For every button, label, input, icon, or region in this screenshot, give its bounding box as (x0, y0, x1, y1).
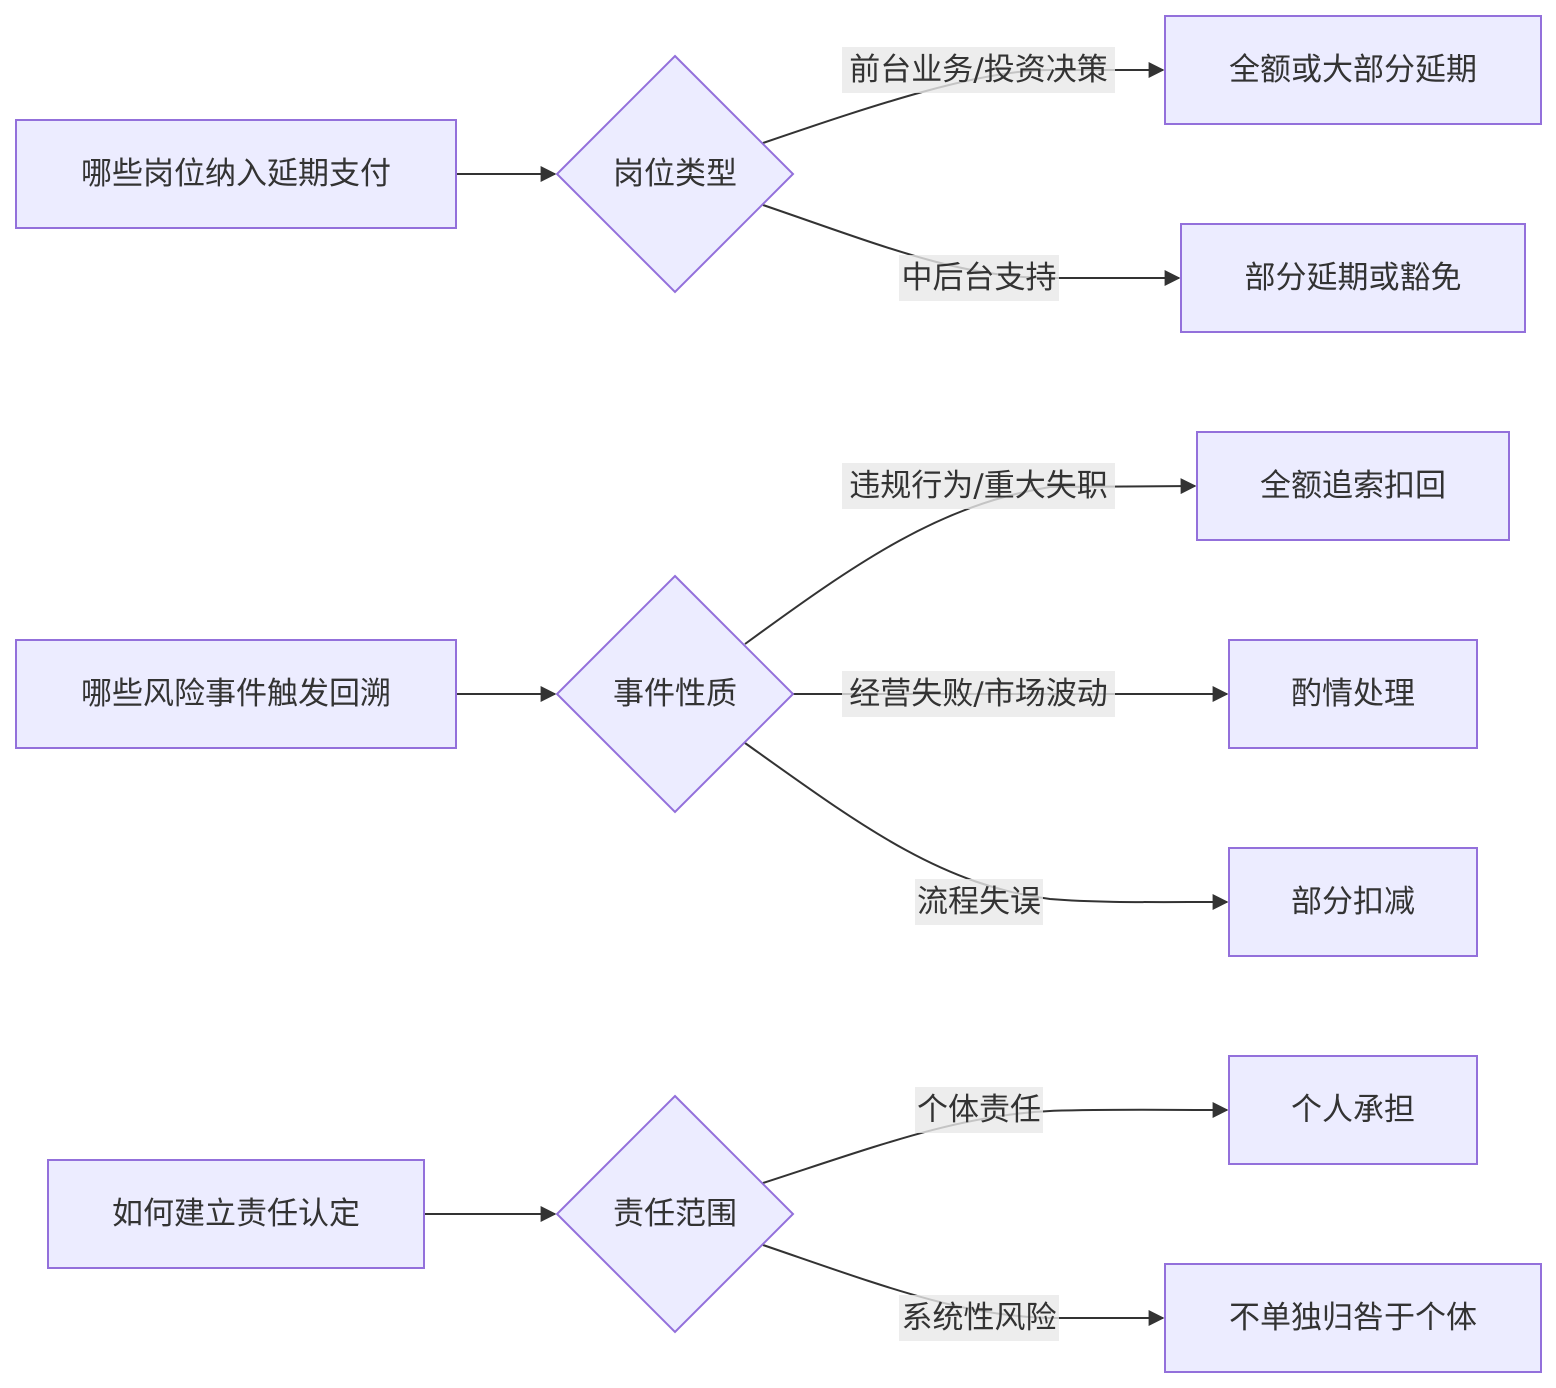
node-resp-scope-decision: 责任范围 (555, 1094, 795, 1334)
svg-text:个体责任: 个体责任 (917, 1092, 1041, 1128)
svg-text:部分延期或豁免: 部分延期或豁免 (1245, 260, 1462, 296)
edge-label-process-error: 流程失误 (915, 879, 1043, 925)
edge-label-systemic-risk: 系统性风险 (899, 1295, 1059, 1341)
svg-text:系统性风险: 系统性风险 (902, 1300, 1057, 1336)
edge-label-business-failure: 经营失败/市场波动 (842, 671, 1115, 717)
svg-text:全额或大部分延期: 全额或大部分延期 (1229, 52, 1477, 88)
svg-text:岗位类型: 岗位类型 (613, 156, 737, 192)
node-responsibility-question: 如何建立责任认定 (47, 1159, 425, 1269)
node-position-type-decision: 岗位类型 (555, 54, 795, 294)
edge-label-individual-resp: 个体责任 (915, 1087, 1043, 1133)
svg-text:流程失误: 流程失误 (917, 884, 1041, 920)
svg-text:哪些岗位纳入延期支付: 哪些岗位纳入延期支付 (81, 156, 391, 192)
node-partial-defer: 部分延期或豁免 (1180, 223, 1526, 333)
node-full-recover: 全额追索扣回 (1196, 431, 1510, 541)
node-risk-events-question: 哪些风险事件触发回溯 (15, 639, 457, 749)
svg-text:责任范围: 责任范围 (613, 1196, 737, 1232)
edge-nature-to-partial-deduct (744, 742, 1229, 911)
svg-text:中后台支持: 中后台支持 (902, 260, 1057, 296)
svg-text:如何建立责任认定: 如何建立责任认定 (112, 1196, 360, 1232)
node-full-defer: 全额或大部分延期 (1164, 15, 1542, 125)
node-individual: 个人承担 (1228, 1055, 1478, 1165)
edge-label-mid-back-office: 中后台支持 (899, 255, 1059, 301)
svg-text:哪些风险事件触发回溯: 哪些风险事件触发回溯 (81, 676, 391, 712)
svg-text:违规行为/重大失职: 违规行为/重大失职 (849, 468, 1107, 504)
svg-text:前台业务/投资决策: 前台业务/投资决策 (849, 52, 1107, 88)
svg-text:个人承担: 个人承担 (1291, 1092, 1415, 1128)
svg-text:酌情处理: 酌情处理 (1291, 676, 1415, 712)
svg-text:经营失败/市场波动: 经营失败/市场波动 (849, 676, 1107, 712)
svg-text:事件性质: 事件性质 (613, 676, 737, 712)
node-partial-deduct: 部分扣减 (1228, 847, 1478, 957)
node-positions-question: 哪些岗位纳入延期支付 (15, 119, 457, 229)
svg-text:全额追索扣回: 全额追索扣回 (1260, 468, 1446, 504)
edge-label-front-office: 前台业务/投资决策 (842, 47, 1115, 93)
node-event-nature-decision: 事件性质 (555, 574, 795, 814)
edge-nature-to-full-recover (744, 478, 1197, 645)
svg-text:部分扣减: 部分扣减 (1291, 884, 1415, 920)
edge-label-violation: 违规行为/重大失职 (842, 463, 1115, 509)
node-not-individual: 不单独归咎于个体 (1164, 1263, 1542, 1373)
node-discretion: 酌情处理 (1228, 639, 1478, 749)
svg-text:不单独归咎于个体: 不单独归咎于个体 (1229, 1300, 1477, 1336)
